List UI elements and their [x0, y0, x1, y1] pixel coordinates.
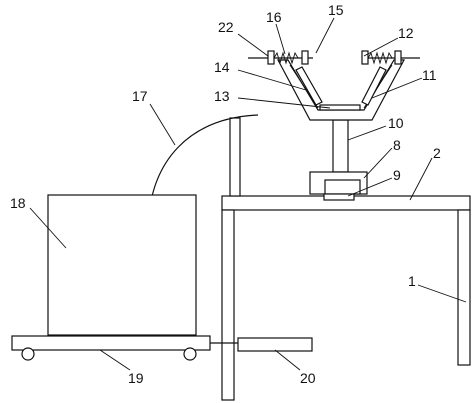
cart — [11, 335, 211, 361]
label-10: 10 — [388, 115, 404, 131]
leader-17 — [149, 103, 176, 146]
label-14: 14 — [214, 59, 230, 75]
leader-2 — [409, 157, 433, 201]
spring-plate-right-inner — [361, 50, 369, 65]
leader-14 — [237, 69, 307, 91]
upright-post — [229, 117, 241, 197]
spring-assembly-right — [361, 50, 420, 65]
label-18: 18 — [10, 195, 26, 211]
label-11: 11 — [422, 67, 437, 83]
label-15: 15 — [328, 2, 344, 18]
leader-12 — [363, 37, 399, 57]
label-9: 9 — [393, 167, 401, 183]
leader-11 — [371, 77, 423, 99]
spring-plate-left-outer — [267, 50, 275, 65]
spring-left — [273, 51, 299, 65]
label-16: 16 — [266, 9, 282, 25]
leader-22 — [237, 33, 269, 57]
leader-18 — [29, 207, 67, 249]
spring-right — [367, 51, 393, 65]
leader-16 — [275, 23, 286, 55]
spring-assembly-left — [248, 50, 313, 65]
leader-19 — [99, 349, 131, 371]
clamp-pad-bottom — [319, 104, 361, 111]
leader-1 — [417, 284, 467, 303]
pusher — [210, 337, 313, 352]
mount-inner-block — [324, 179, 361, 195]
leader-20 — [274, 349, 301, 371]
leader-10 — [347, 125, 387, 141]
table-leg-right — [457, 209, 471, 366]
table — [221, 195, 471, 401]
label-19: 19 — [128, 370, 144, 386]
label-22: 22 — [218, 19, 234, 35]
labels: 1 2 8 9 10 11 12 13 14 15 16 17 18 19 20… — [10, 2, 441, 386]
pusher-cylinder — [237, 337, 313, 352]
spring-plate-right-outer — [394, 50, 402, 65]
label-20: 20 — [300, 370, 316, 386]
table-leg-left — [221, 209, 235, 401]
clamp-pad-left — [295, 66, 323, 106]
clamp-pad-right — [361, 66, 387, 106]
leader-15 — [315, 17, 335, 54]
leader-13 — [237, 97, 331, 109]
cart-platform — [11, 335, 211, 351]
leader-8 — [363, 147, 393, 179]
v-clamp — [277, 59, 405, 121]
label-17: 17 — [132, 88, 148, 104]
container-box — [47, 194, 197, 336]
label-8: 8 — [393, 137, 401, 153]
label-1: 1 — [408, 273, 416, 289]
base-plate — [323, 193, 355, 201]
support-assembly — [309, 119, 368, 201]
label-13: 13 — [214, 88, 230, 104]
leader-lines — [29, 17, 467, 371]
support-column — [332, 119, 349, 173]
label-12: 12 — [398, 25, 414, 41]
wheel-right — [183, 347, 197, 361]
leader-9 — [347, 177, 393, 197]
post — [229, 117, 241, 197]
spring-plate-left-inner — [301, 50, 309, 65]
wheel-left — [21, 347, 35, 361]
label-2: 2 — [433, 145, 441, 161]
